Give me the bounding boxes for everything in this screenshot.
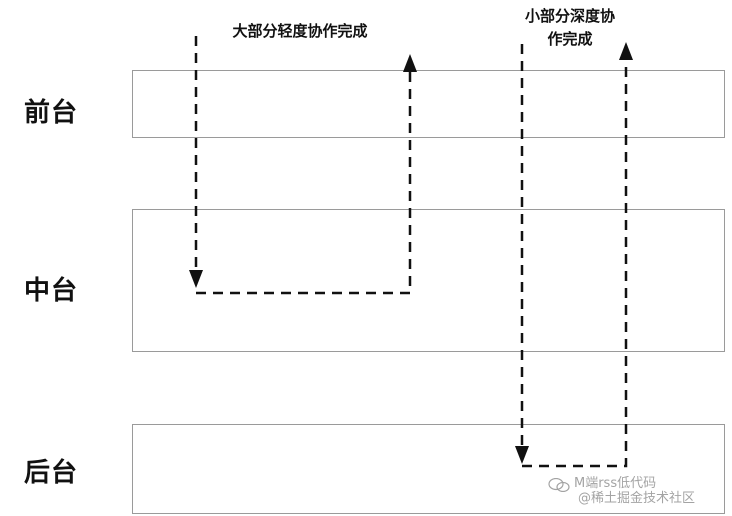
layer-label-middle: 中台 xyxy=(24,276,79,306)
flow-light-path xyxy=(189,36,417,295)
watermark-line1: M端rss低代码 xyxy=(574,476,657,491)
arrow-head-down-icon xyxy=(189,270,203,288)
flow-label-deep-line2: 作完成 xyxy=(547,30,593,48)
arrow-head-up-icon xyxy=(619,42,633,60)
flow-label-light: 大部分轻度协作完成 xyxy=(232,22,368,40)
flow-deep-path xyxy=(515,42,633,468)
flow-label-deep-line1: 小部分深度协 xyxy=(524,7,615,25)
layer-label-front: 前台 xyxy=(24,98,79,128)
wechat-icon xyxy=(548,478,570,492)
watermark-line2: @稀土掘金技术社区 xyxy=(578,491,696,506)
arrow-head-down-icon xyxy=(515,446,529,464)
arrow-head-up-icon xyxy=(403,54,417,72)
layer-label-back: 后台 xyxy=(24,458,79,488)
layer-box-back xyxy=(132,424,725,514)
watermark: M端rss低代码 @稀土掘金技术社区 xyxy=(548,476,728,506)
